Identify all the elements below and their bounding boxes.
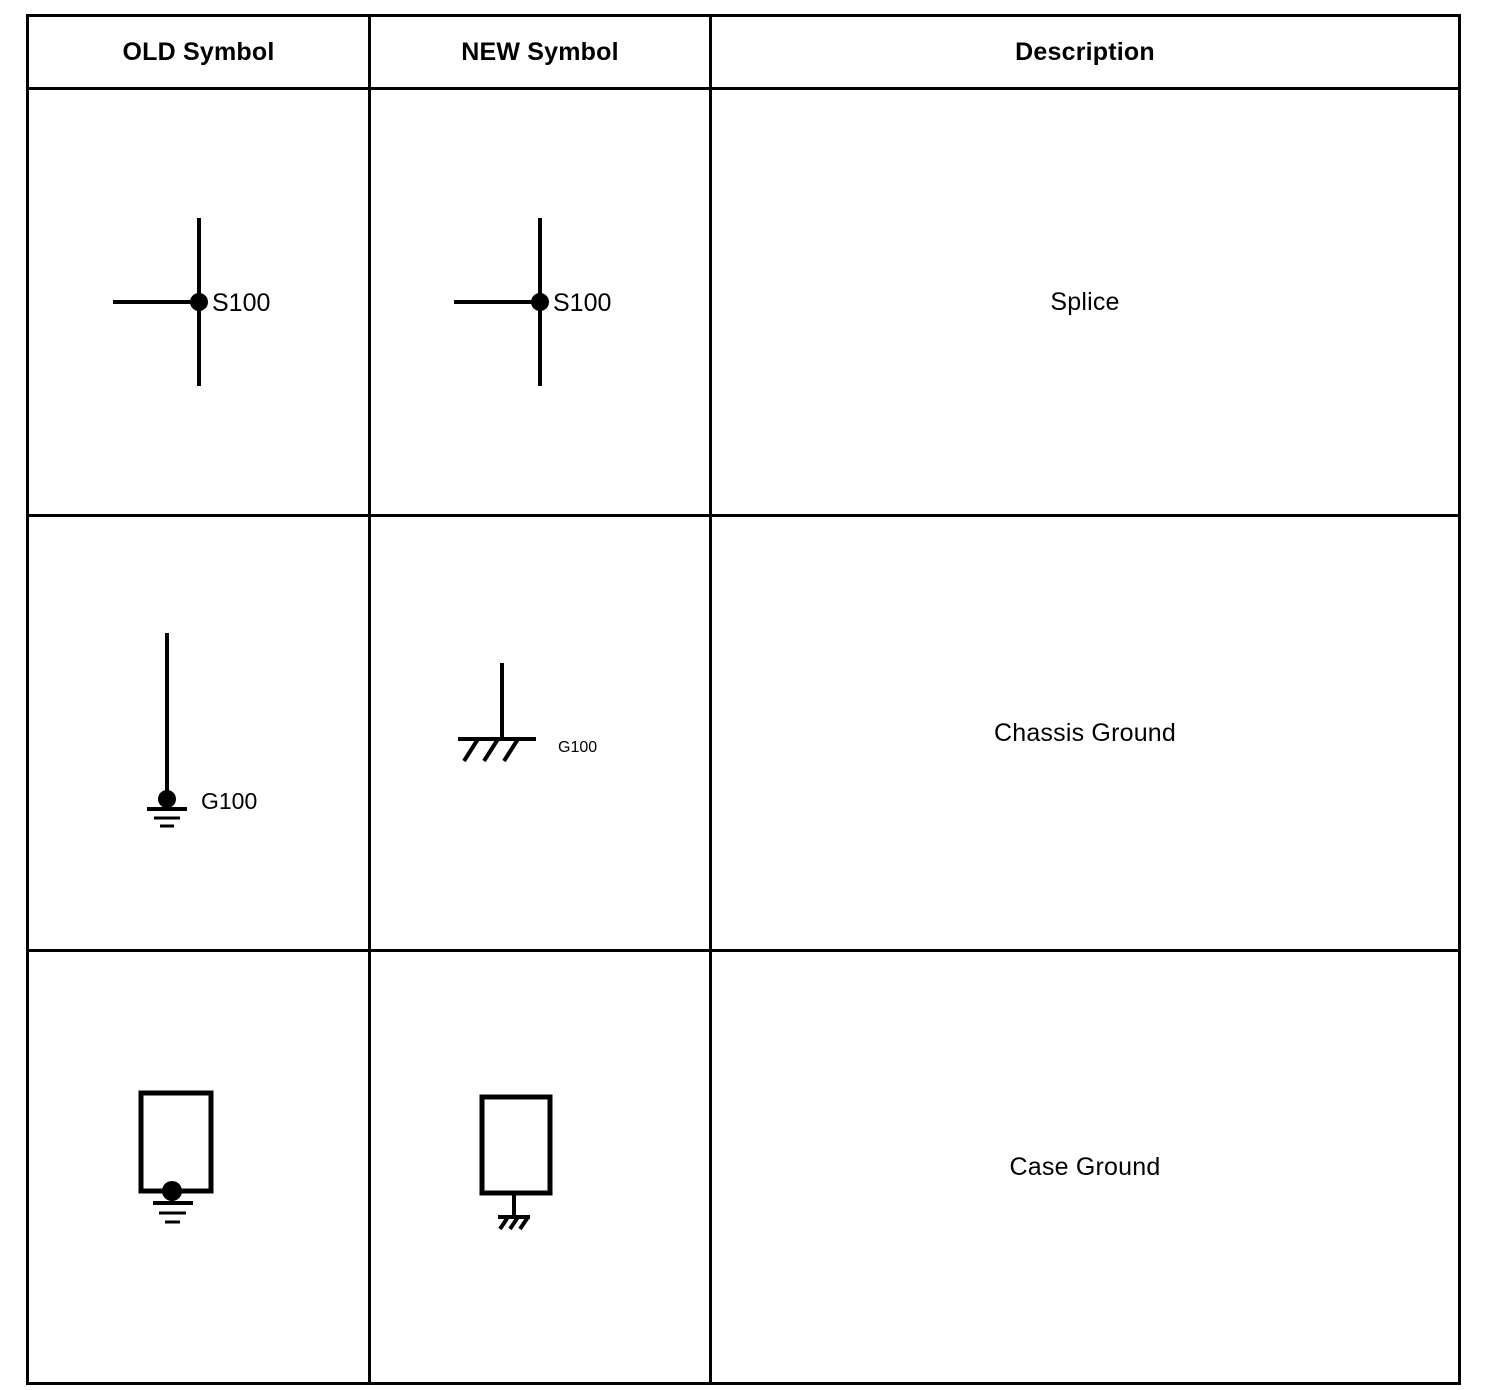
splice-label-old: S100: [212, 289, 270, 317]
cell-description-chassis-ground: Chassis Ground: [709, 514, 1461, 952]
cell-new-chassis-ground: G100: [368, 514, 712, 952]
chassis-ground-symbol-new: G100: [458, 663, 597, 763]
hatch-stroke-2: [508, 1215, 520, 1231]
cell-new-splice: S100: [368, 87, 712, 517]
filled-junction-dot: [531, 293, 549, 311]
column-header-old-symbol: OLD Symbol: [26, 14, 371, 90]
filled-junction-dot: [161, 1181, 182, 1201]
case-ground-symbol-new: [479, 1094, 553, 1231]
case-rectangle: [479, 1094, 553, 1196]
hatch-stroke-3: [502, 737, 520, 763]
description-text: Splice: [1050, 287, 1120, 316]
chassis-ground-symbol-old: G100: [146, 633, 257, 828]
case-ground-symbol-old: [138, 1090, 213, 1224]
description-text: Case Ground: [1009, 1152, 1161, 1181]
cell-description-case-ground: Case Ground: [709, 949, 1461, 1385]
table-header-row: OLD Symbol NEW Symbol Description: [26, 14, 1461, 90]
cell-old-case-ground: [26, 949, 371, 1385]
hatch-stroke-1: [462, 737, 480, 763]
description-text: Chassis Ground: [993, 718, 1177, 747]
symbol-comparison-table: OLD Symbol NEW Symbol Description S100: [26, 14, 1461, 1385]
filled-junction-dot: [189, 293, 208, 311]
splice-symbol-new: S100: [454, 218, 611, 386]
table-row: G100 G100 Chassis Ground: [26, 514, 1461, 952]
cell-new-case-ground: [368, 949, 712, 1385]
table-header: OLD Symbol NEW Symbol Description: [26, 14, 1461, 90]
filled-junction-dot: [157, 790, 176, 808]
chassis-ground-label-new: G100: [558, 739, 597, 756]
cell-old-splice: S100: [26, 87, 371, 517]
hatch-stroke-1: [498, 1215, 510, 1231]
hatch-stroke-3: [518, 1215, 530, 1231]
cell-description-splice: Splice: [709, 87, 1461, 517]
table-row: S100 S100 Splice: [26, 87, 1461, 517]
column-header-description: Description: [709, 14, 1461, 90]
chassis-ground-label-old: G100: [201, 788, 257, 814]
splice-symbol-old: S100: [112, 218, 270, 386]
table-body: S100 S100 Splice: [26, 87, 1461, 1385]
hatch-stroke-2: [482, 737, 500, 763]
cell-old-chassis-ground: G100: [26, 514, 371, 952]
splice-label-new: S100: [553, 289, 611, 317]
column-header-new-symbol: NEW Symbol: [368, 14, 712, 90]
table-row: Case Ground: [26, 949, 1461, 1385]
case-rectangle: [138, 1090, 213, 1194]
